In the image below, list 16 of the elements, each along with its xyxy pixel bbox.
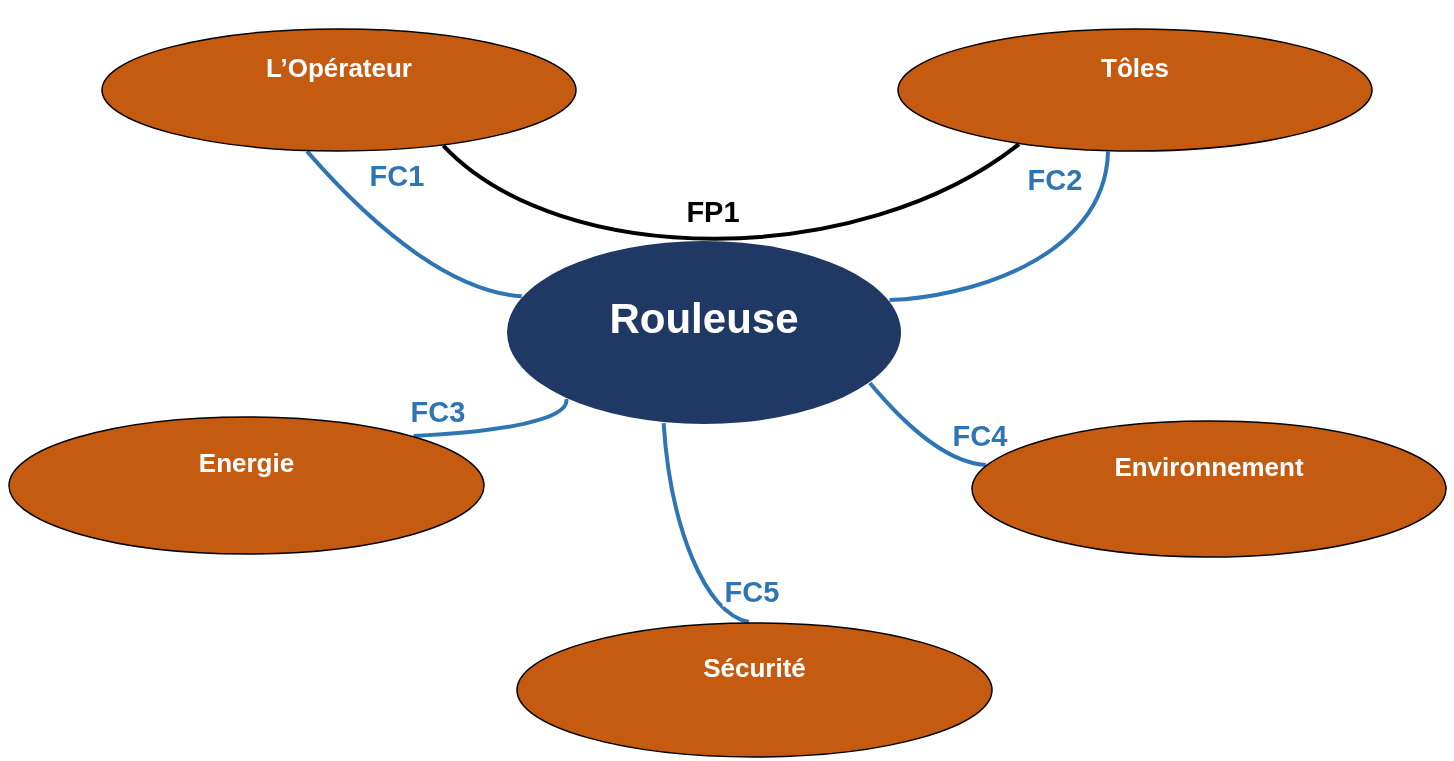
connector-line	[305, 150, 522, 299]
node-label: Tôles	[1101, 51, 1169, 85]
ellipse-node	[516, 622, 993, 758]
ellipse-node	[897, 28, 1373, 152]
ellipse-node	[506, 240, 902, 425]
node-label: Rouleuse	[609, 294, 799, 344]
connector-line	[661, 422, 750, 624]
node-label: Environnement	[1114, 450, 1304, 484]
node-label: L’Opérateur	[266, 51, 412, 85]
node-label: Energie	[198, 447, 295, 480]
node-label: Sécurité	[703, 651, 806, 685]
connector-line	[868, 381, 987, 468]
connector-line	[413, 398, 569, 438]
ellipse-node	[101, 28, 577, 152]
connector-line	[441, 142, 1021, 241]
connector-line	[889, 151, 1111, 303]
